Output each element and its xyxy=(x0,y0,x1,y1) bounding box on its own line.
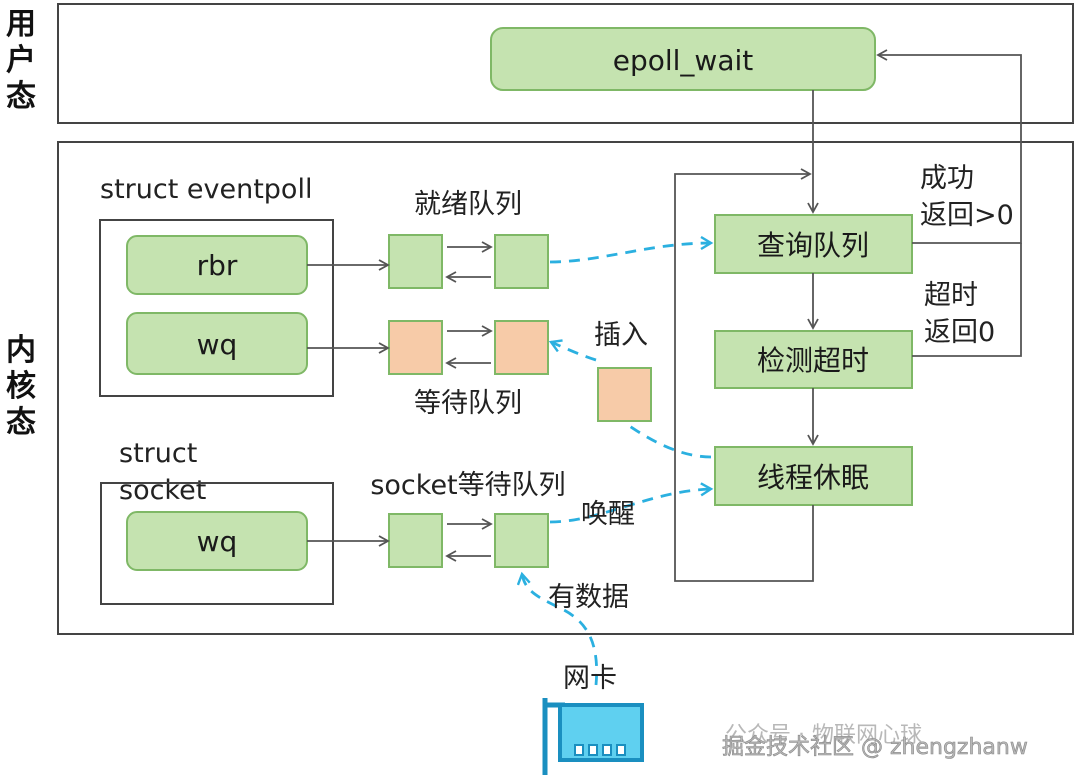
check-timeout-text: 检测超时 xyxy=(757,344,869,377)
success-label-2: 返回>0 xyxy=(920,200,1014,231)
socket-wait-queue-label: socket等待队列 xyxy=(370,470,565,501)
has-data-label: 有数据 xyxy=(548,582,629,613)
eventpoll-box xyxy=(99,219,334,397)
wait-queue-item-2 xyxy=(494,320,549,375)
wait-queue-label: 等待队列 xyxy=(414,388,522,419)
thread-sleep-text: 线程休眠 xyxy=(757,461,869,494)
eventpoll-wq-node xyxy=(126,312,308,375)
query-queue-text: 查询队列 xyxy=(757,229,869,262)
wakeup-dash xyxy=(549,489,711,524)
svg-text:态: 态 xyxy=(6,79,36,114)
svg-text:内: 内 xyxy=(6,333,36,368)
user-mode-label: 用 户 态 xyxy=(6,7,36,114)
socket-queue-item-2 xyxy=(494,513,549,568)
struct-eventpoll-label: struct eventpoll xyxy=(100,174,312,205)
eventpoll-wq-text: wq xyxy=(197,328,238,361)
socket-box xyxy=(100,482,334,605)
svg-text:态: 态 xyxy=(6,405,36,440)
rbr-text: rbr xyxy=(197,249,238,282)
ready-list-item-1 xyxy=(388,234,443,289)
nic-label: 网卡 xyxy=(563,663,617,694)
thread-sleep-node xyxy=(714,446,913,506)
socket-queue-item-1 xyxy=(388,513,443,568)
svg-text:用: 用 xyxy=(6,7,36,42)
epoll-wait-text: epoll_wait xyxy=(613,44,754,77)
ready-list-label: 就绪队列 xyxy=(414,189,522,220)
svg-text:核: 核 xyxy=(6,369,36,404)
success-return-arrow xyxy=(876,49,1022,244)
timeout-label-1: 超时 xyxy=(924,280,978,311)
socket-wq-text: wq xyxy=(197,525,238,558)
insert-item xyxy=(597,367,652,422)
kernel-space-region xyxy=(57,141,1074,635)
loop-back-arrow xyxy=(674,168,814,582)
wakeup-label: 唤醒 xyxy=(581,499,635,530)
check-timeout-node xyxy=(714,330,913,389)
wait-queue-item-1 xyxy=(388,320,443,375)
epoll-wait-node xyxy=(490,27,876,91)
timeout-return-line xyxy=(912,243,1022,357)
kernel-mode-label: 内 核 态 xyxy=(6,333,36,440)
struct-socket-label-2: socket xyxy=(119,475,206,506)
network-card-icon xyxy=(542,698,644,775)
ready-to-query-dash xyxy=(549,243,711,264)
ready-list-item-2 xyxy=(494,234,549,289)
svg-text:户: 户 xyxy=(6,43,36,78)
watermark-line-2: 掘金技术社区 @ zhengzhanw xyxy=(722,735,1028,760)
insert-label: 插入 xyxy=(594,320,648,351)
watermark-line-1: 公众号 · 物联网心球 xyxy=(725,723,922,748)
success-label-1: 成功 xyxy=(920,163,974,194)
struct-socket-label-1: struct xyxy=(119,438,197,469)
timeout-label-2: 返回0 xyxy=(924,317,995,348)
sleep-insert-dash xyxy=(627,423,712,459)
user-space-region xyxy=(57,3,1074,124)
insert-to-wait-dash xyxy=(551,342,597,362)
